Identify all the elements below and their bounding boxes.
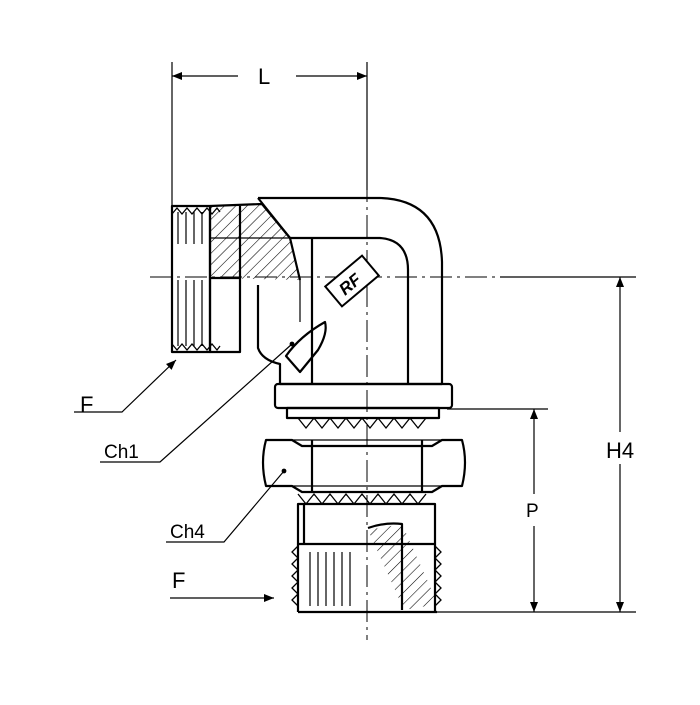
elbow-outer-contour <box>258 196 444 384</box>
elbow-inner-contour <box>290 236 410 384</box>
label-Ch1: Ch1 <box>104 442 139 463</box>
callout-F-upper: F <box>74 359 177 417</box>
dim-label-H4: H4 <box>606 438 634 463</box>
flange-rect <box>273 382 454 410</box>
callout-F-lower: F <box>170 568 274 602</box>
dim-label-P: P <box>526 501 539 522</box>
left-threaded-port <box>170 204 242 354</box>
elbow-lower-body <box>256 285 282 384</box>
lower-threaded-stem <box>291 492 442 614</box>
label-F-lower: F <box>172 568 185 593</box>
callout-Ch1: Ch1 <box>100 341 295 463</box>
flange <box>273 382 454 430</box>
dimension-H4: H4 <box>437 276 636 613</box>
wrench-flat-ch1 <box>284 320 327 374</box>
dim-label-L: L <box>258 64 270 89</box>
label-F-upper: F <box>80 392 93 417</box>
port-section-hatch <box>210 204 300 280</box>
dimension-P: P <box>447 408 548 612</box>
port-section-outline <box>209 202 302 281</box>
callout-Ch4: Ch4 <box>166 470 285 543</box>
centerlines <box>150 180 500 640</box>
dimension-L: L <box>171 62 368 206</box>
hex-nut <box>261 438 467 494</box>
elbow-body <box>208 196 444 386</box>
label-Ch4: Ch4 <box>170 522 205 543</box>
rf-logo: RF <box>323 254 381 308</box>
